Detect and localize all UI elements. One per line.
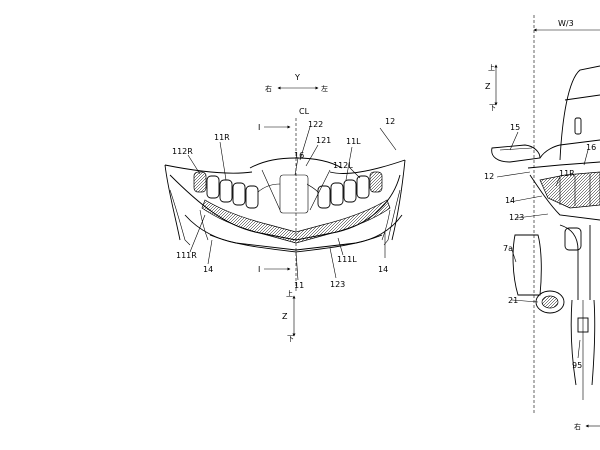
label-11R: 11R [214, 133, 230, 142]
dir-right-label-right: 右 [574, 422, 581, 431]
section-mark-top: I [258, 123, 291, 132]
label-14-right: 14 [203, 265, 213, 274]
headlight-lens-111 [201, 199, 391, 244]
label-21: 21 [508, 296, 518, 305]
headlight-cells-left [317, 171, 383, 209]
axis-z-label: Z [282, 312, 288, 321]
fog-lamp-lens [541, 295, 559, 309]
label-16: 16 [294, 151, 304, 160]
headlight-right [539, 171, 600, 209]
dir-left-label: 左 [321, 84, 328, 93]
dir-right-label: 右 [265, 84, 272, 93]
label-12: 12 [385, 117, 395, 126]
direction-indicator-y: 右 左 Y [265, 73, 328, 93]
windscreen [559, 65, 600, 161]
label-121: 121 [316, 136, 331, 145]
mirror-detail [499, 147, 533, 151]
direction-indicator-z-right: 上 下 Z [485, 63, 498, 112]
windscreen-vent [574, 117, 582, 135]
panel-crease-right [199, 209, 209, 241]
front-view-figure: 右 左 Y CL I I [164, 73, 406, 343]
label-11R-right: 11R [559, 169, 575, 178]
label-111R: 111R [176, 251, 197, 260]
leader-lines-right-figure [496, 131, 589, 359]
axis-z-label-right: Z [485, 82, 491, 91]
cell-link-right [257, 183, 281, 193]
headlight-cells-right [193, 171, 259, 209]
width-dimension-label: W/3 [558, 19, 574, 28]
label-123-right: 123 [509, 213, 524, 222]
label-7a: 7a [503, 244, 513, 253]
front-fairing-outline [164, 159, 406, 241]
direction-indicator-z: 上 下 Z [282, 289, 296, 343]
front-fork [559, 224, 591, 300]
label-111L: 111L [337, 255, 357, 264]
cell-link-left [307, 183, 319, 193]
label-14-right-fig: 14 [505, 196, 515, 205]
dir-up-label-right: 上 [488, 63, 495, 72]
centerline-label: CL [299, 107, 310, 116]
label-123: 123 [330, 280, 345, 289]
leader-lines-left-figure [187, 126, 397, 281]
label-112L: 112L [333, 161, 353, 170]
side-panel-right [169, 189, 191, 246]
direction-indicator-bottom-right: 右 [574, 422, 600, 431]
label-11: 11 [294, 281, 304, 290]
section-mark-bottom: I [258, 265, 291, 274]
fairing-body [527, 139, 600, 221]
label-16-right: 16 [586, 143, 596, 152]
center-bezel-lines [261, 169, 331, 211]
dir-down-label: 下 [287, 335, 294, 343]
label-112R: 112R [172, 147, 193, 156]
dir-up-label: 上 [286, 289, 293, 298]
section-mark-bottom-label: I [258, 265, 260, 274]
center-display-16 [279, 174, 309, 214]
side-panel-left [383, 189, 401, 246]
label-11L: 11L [346, 137, 361, 146]
oblique-view-figure: W/3 上 下 Z [484, 15, 600, 431]
label-12-right: 12 [484, 172, 494, 181]
front-tire [570, 299, 596, 386]
windscreen-edge [249, 157, 343, 169]
label-95: 95 [572, 361, 582, 370]
headlight-cell-dividers [559, 174, 591, 206]
side-case [512, 234, 542, 296]
lower-cowl [184, 214, 403, 251]
label-15: 15 [510, 123, 520, 132]
panel-crease-left [381, 209, 391, 241]
fork-cap [564, 227, 582, 251]
label-122: 122 [308, 120, 323, 129]
dir-down-label-right: 下 [489, 104, 496, 112]
label-14-left: 14 [378, 265, 388, 274]
brake-caliper [577, 317, 589, 333]
mirror [491, 144, 541, 163]
width-dimension: W/3 [533, 15, 600, 415]
section-mark-top-label: I [258, 123, 260, 132]
axis-y-label: Y [294, 73, 300, 82]
